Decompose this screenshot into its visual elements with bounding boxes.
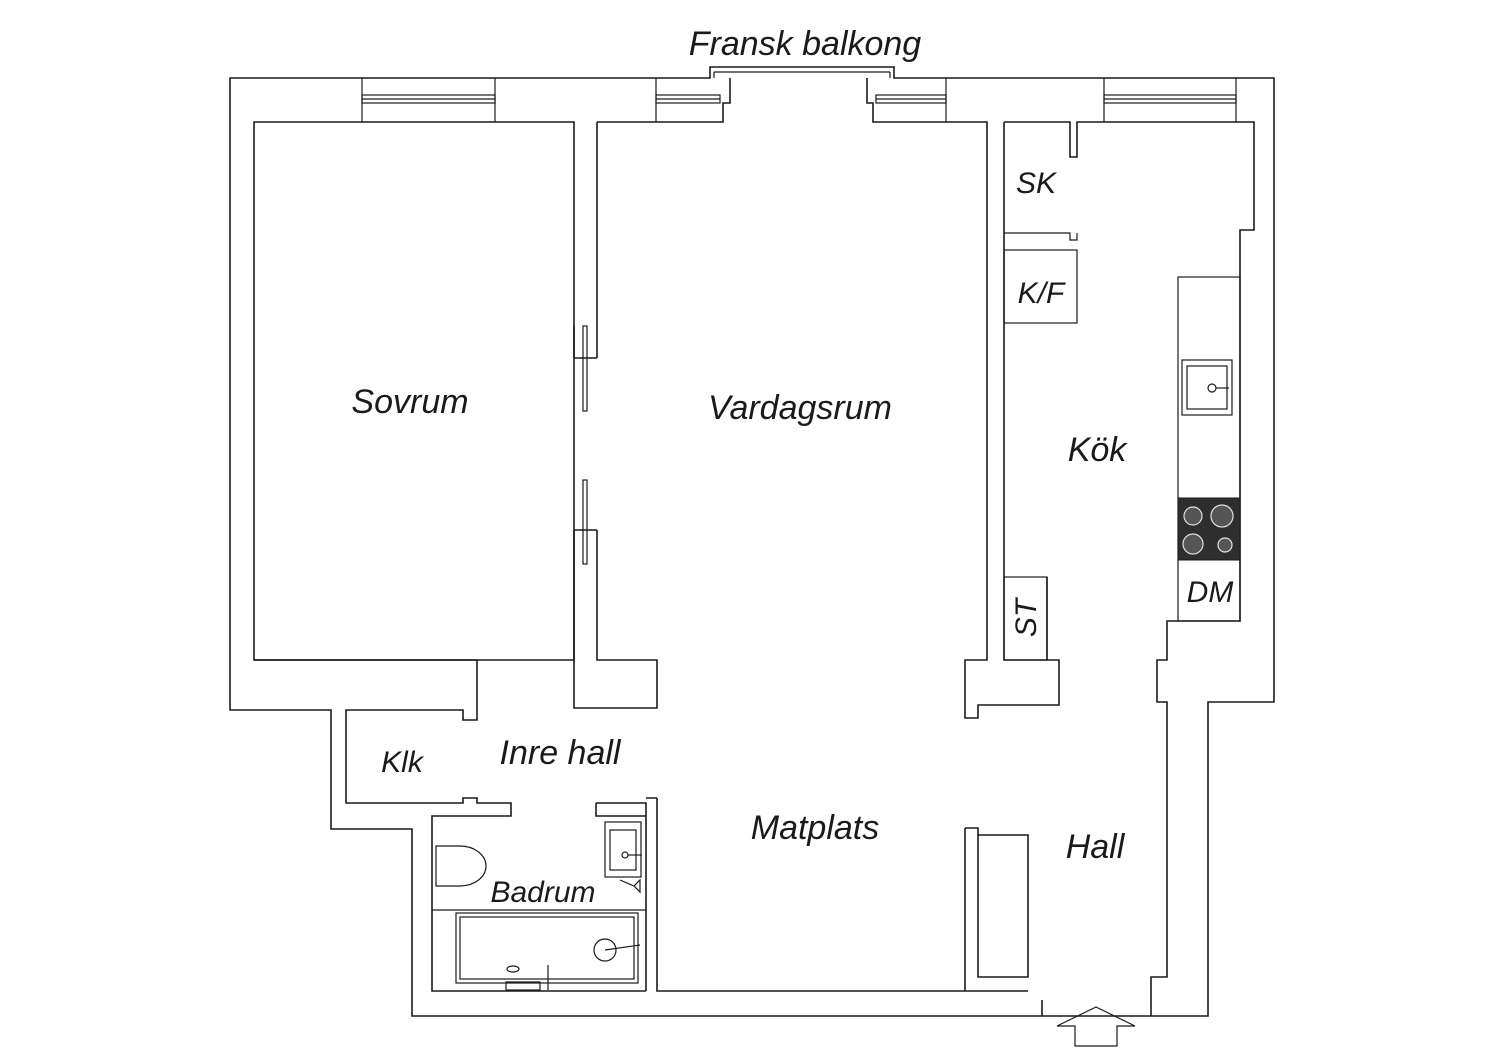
bathroom-wall bbox=[595, 797, 1028, 992]
bedroom-wall-bottom bbox=[254, 659, 646, 992]
bathroom-label: Badrum bbox=[490, 876, 595, 909]
bath-drain-icon bbox=[593, 938, 617, 962]
closet-label: SK bbox=[1016, 167, 1058, 200]
toilet-icon bbox=[435, 845, 487, 887]
living-room-label: Vardagsrum bbox=[708, 389, 892, 427]
bidet-shower-icon bbox=[619, 878, 641, 894]
kitchen-left-wall bbox=[1003, 122, 1048, 661]
living-room-right-inner bbox=[1004, 121, 1255, 277]
storage-label: ST bbox=[1010, 596, 1043, 637]
bathroom-sink-icon bbox=[604, 821, 642, 878]
burner-icon bbox=[1210, 504, 1234, 528]
french-balcony-rail bbox=[713, 71, 891, 78]
fridge-freezer-label: K/F bbox=[1018, 277, 1066, 310]
window-bedroom bbox=[361, 78, 496, 122]
burner-icon bbox=[1183, 506, 1203, 526]
bedroom-label: Sovrum bbox=[351, 383, 468, 421]
balcony-label: Fransk balkong bbox=[689, 25, 922, 63]
soap-icon bbox=[506, 965, 520, 973]
living-room-wall bbox=[597, 78, 1060, 719]
window-living-right bbox=[875, 78, 947, 122]
kitchen-label: Kök bbox=[1068, 431, 1129, 469]
dishwasher-label: DM bbox=[1187, 576, 1234, 609]
sliding-door-upper bbox=[582, 325, 588, 412]
bathtub-inner bbox=[459, 916, 635, 980]
storage-outline bbox=[1003, 576, 1048, 661]
hall-wall bbox=[964, 827, 1029, 991]
sliding-door-lower bbox=[582, 479, 588, 565]
bath-tap-icon bbox=[604, 944, 641, 951]
living-room-left-wall bbox=[573, 122, 658, 709]
burner-icon bbox=[1217, 537, 1233, 553]
entrance-arrow-icon bbox=[1056, 1006, 1136, 1047]
dining-label: Matplats bbox=[751, 809, 880, 847]
kitchen-counter bbox=[1177, 276, 1241, 622]
bath-mixer-icon bbox=[505, 981, 541, 991]
bathtub-icon bbox=[455, 912, 639, 984]
window-kitchen bbox=[1103, 78, 1237, 122]
outer-wall-outer-edge bbox=[229, 66, 1275, 1017]
burner-icon bbox=[1182, 533, 1204, 555]
closet-outline bbox=[1004, 232, 1078, 241]
hall-label: Hall bbox=[1066, 828, 1126, 866]
wardrobe-label: Klk bbox=[381, 746, 425, 779]
fridge-freezer-outline bbox=[1003, 249, 1078, 324]
window-living-left bbox=[655, 78, 721, 122]
bathroom-sink-basin bbox=[609, 829, 637, 871]
inner-hall-label: Inre hall bbox=[500, 734, 622, 772]
